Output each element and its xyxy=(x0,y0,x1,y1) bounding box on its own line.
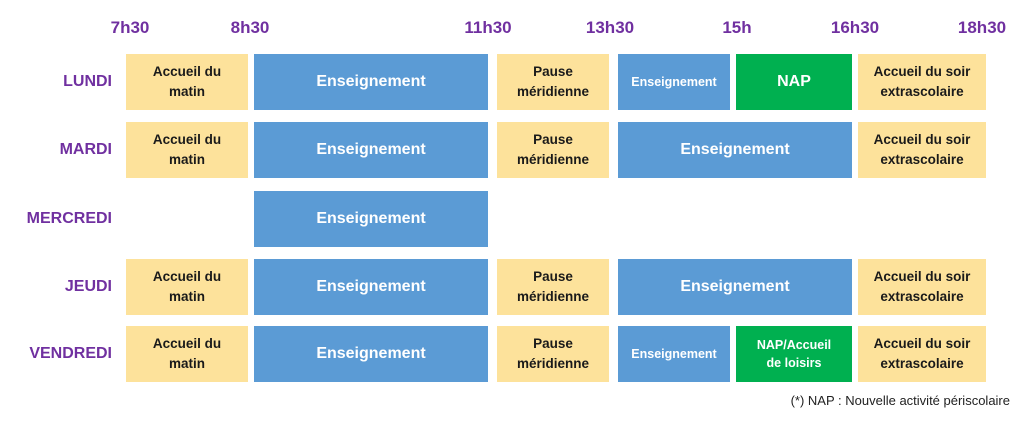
schedule-block: Accueil du matin xyxy=(126,259,248,315)
schedule-block: Enseignement xyxy=(254,122,488,178)
time-label: 18h30 xyxy=(957,18,1007,37)
schedule-block: Pause méridienne xyxy=(497,122,609,178)
schedule-block: Accueil du soir extrascolaire xyxy=(858,326,986,382)
schedule-block: Accueil du matin xyxy=(126,54,248,110)
day-label: MARDI xyxy=(59,141,112,158)
schedule-block: NAP/Accueil de loisirs xyxy=(736,326,852,382)
time-label: 13h30 xyxy=(585,18,635,37)
schedule-block: Accueil du matin xyxy=(126,326,248,382)
day-label: JEUDI xyxy=(64,278,112,295)
day-label: VENDREDI xyxy=(29,345,112,362)
schedule-block: Accueil du soir extrascolaire xyxy=(858,259,986,315)
time-label: 11h30 xyxy=(464,18,512,37)
schedule-block: Enseignement xyxy=(254,54,488,110)
schedule-block: Enseignement xyxy=(254,326,488,382)
schedule-block: Enseignement xyxy=(618,326,730,382)
schedule-block: Pause méridienne xyxy=(497,54,609,110)
schedule-block: Accueil du soir extrascolaire xyxy=(858,122,986,178)
time-label: 8h30 xyxy=(230,18,270,37)
day-label: MERCREDI xyxy=(26,210,112,227)
schedule-block: Enseignement xyxy=(254,191,488,247)
time-label: 15h xyxy=(722,18,752,37)
schedule-block: Enseignement xyxy=(254,259,488,315)
schedule-block: Pause méridienne xyxy=(497,326,609,382)
schedule-block: Enseignement xyxy=(618,54,730,110)
time-label: 7h30 xyxy=(110,18,150,37)
schedule-block: Enseignement xyxy=(618,259,852,315)
schedule-block: Pause méridienne xyxy=(497,259,609,315)
schedule-block: Accueil du soir extrascolaire xyxy=(858,54,986,110)
schedule-block: NAP xyxy=(736,54,852,110)
footnote: (*) NAP : Nouvelle activité périscolaire xyxy=(790,393,1010,408)
schedule-block: Enseignement xyxy=(618,122,852,178)
time-label: 16h30 xyxy=(830,18,880,37)
day-label: LUNDI xyxy=(63,73,112,90)
schedule-block: Accueil du matin xyxy=(126,122,248,178)
